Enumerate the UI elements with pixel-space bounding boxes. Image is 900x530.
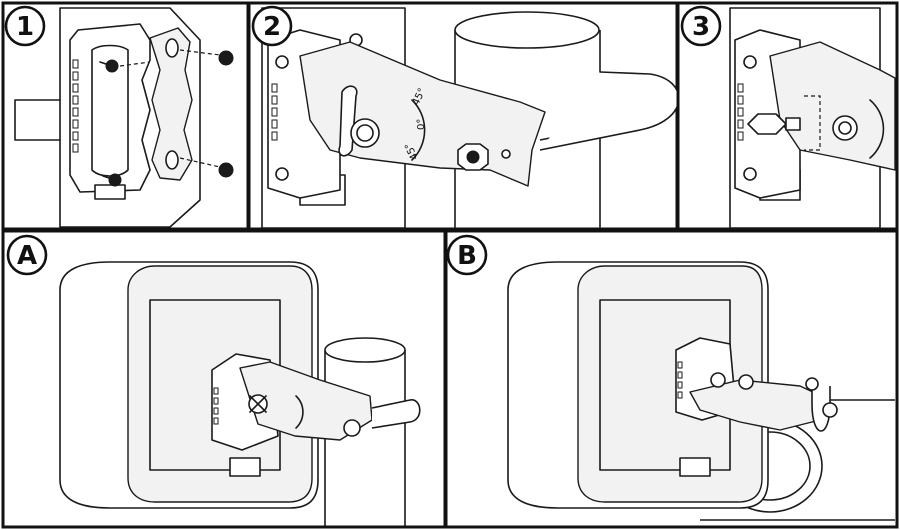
- panel-1: 1: [1, 1, 250, 231]
- tilt-bolt: [710, 372, 754, 390]
- u-bolt: [805, 377, 838, 432]
- screw-bottom-left: [102, 173, 122, 187]
- panel-b-badge: [446, 234, 488, 276]
- removed-bolt: [747, 113, 801, 135]
- tilt-bolt: [350, 118, 380, 148]
- panel-2-badge: [251, 5, 293, 47]
- angle-scale: [295, 395, 304, 429]
- u-bolt-nut: [343, 419, 361, 437]
- panel-3-badge: [680, 5, 722, 47]
- screw-top-right: [218, 50, 234, 66]
- tilt-bolt: [248, 394, 268, 414]
- u-bolt-nut: [457, 143, 489, 171]
- panel-1-badge: [4, 5, 46, 47]
- tilt-bolt: [832, 115, 858, 141]
- angle-scale: [869, 99, 885, 159]
- panel-b-label: B: [457, 241, 477, 271]
- mounting-plate: [69, 23, 151, 193]
- panel-2: 45° 0° 45° 2: [247, 1, 680, 231]
- panel-a-badge: [6, 234, 48, 276]
- panel-b: B: [444, 229, 899, 529]
- wall-bracket: [149, 27, 193, 181]
- panel-3-label: 3: [692, 12, 710, 42]
- panel-3: 3: [676, 1, 899, 231]
- u-bolt: [371, 399, 421, 429]
- angle-scale-zero-label: 0°: [416, 119, 427, 130]
- vent-slots: [737, 83, 744, 141]
- vent-slots: [677, 361, 683, 399]
- vent-slots: [213, 387, 219, 425]
- panel-a-label: A: [17, 241, 37, 271]
- device-back-plate: [577, 265, 763, 503]
- vent-slots: [271, 83, 278, 141]
- panel-2-label: 2: [263, 12, 281, 42]
- panel-1-label: 1: [16, 12, 34, 42]
- vent-slots: [72, 59, 79, 153]
- screw-top-left: [99, 59, 119, 73]
- screw-bottom-right: [218, 162, 234, 178]
- panel-a: A: [1, 229, 447, 529]
